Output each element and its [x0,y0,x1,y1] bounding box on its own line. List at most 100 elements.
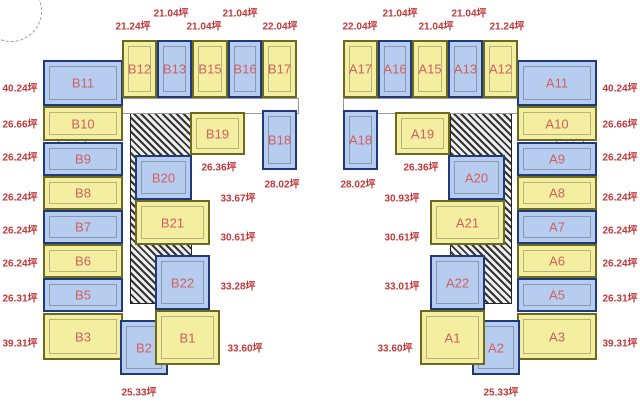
unit-label: B8 [75,185,91,201]
unit-area-label: 26.24坪 [602,192,638,204]
unit-label: A5 [549,287,565,303]
unit-label: B19 [205,126,230,141]
unit-area-label: 22.04坪 [262,21,298,33]
unit-b11[interactable]: B11 [43,60,123,106]
unit-b8[interactable]: B8 [43,176,123,210]
unit-area-label: 26.24坪 [2,152,38,164]
unit-b17[interactable]: B17 [262,40,297,98]
unit-label: A7 [549,219,565,235]
unit-a13[interactable]: A13 [448,40,483,98]
unit-label: A19 [410,126,435,141]
unit-b3[interactable]: B3 [43,313,123,360]
unit-area-label: 22.04坪 [342,21,378,33]
unit-label: B1 [179,330,196,345]
unit-a1[interactable]: A1 [420,310,485,365]
unit-label: B13 [162,61,187,77]
unit-b22[interactable]: B22 [155,255,210,310]
unit-area-label: 33.01坪 [384,281,420,293]
unit-b7[interactable]: B7 [43,210,123,244]
unit-area-label: 26.66坪 [2,119,38,131]
unit-label: A6 [549,253,565,269]
unit-area-label: 33.67坪 [220,193,256,205]
unit-label: A16 [383,61,407,77]
unit-area-label: 26.24坪 [2,192,38,204]
unit-label: B2 [136,340,152,355]
unit-label: B7 [75,219,91,235]
unit-b12[interactable]: B12 [122,40,157,98]
unit-label: B15 [198,61,222,77]
unit-label: A22 [445,275,470,290]
unit-area-label: 39.31坪 [2,338,38,350]
unit-area-label: 21.04坪 [418,21,454,33]
unit-area-label: 21.04坪 [451,8,487,20]
unit-b9[interactable]: B9 [43,142,123,176]
unit-area-label: 40.24坪 [2,83,38,95]
unit-a8[interactable]: A8 [517,176,597,210]
unit-area-label: 26.24坪 [2,225,38,237]
unit-b5[interactable]: B5 [43,278,123,312]
compass-icon [0,0,42,42]
unit-b21[interactable]: B21 [135,200,210,245]
unit-a9[interactable]: A9 [517,142,597,176]
unit-area-label: 25.33坪 [483,387,519,399]
unit-label: A3 [549,329,565,344]
unit-a6[interactable]: A6 [517,244,597,278]
unit-b10[interactable]: B10 [43,106,123,141]
unit-area-label: 33.28坪 [220,281,256,293]
unit-a11[interactable]: A11 [517,60,597,106]
unit-label: A9 [549,151,565,167]
unit-area-label: 33.60坪 [377,343,413,355]
unit-a17[interactable]: A17 [343,40,378,98]
unit-area-label: 26.31坪 [602,293,638,305]
unit-label: A21 [455,215,480,230]
unit-label: B20 [151,170,176,185]
unit-a12[interactable]: A12 [483,40,518,98]
unit-label: A2 [488,340,504,355]
unit-label: B5 [75,287,91,303]
unit-area-label: 26.24坪 [602,258,638,270]
unit-b6[interactable]: B6 [43,244,123,278]
unit-a15[interactable]: A15 [412,40,448,98]
unit-area-label: 33.60坪 [227,343,263,355]
unit-b1[interactable]: B1 [155,310,220,365]
unit-b16[interactable]: B16 [228,40,262,98]
unit-area-label: 30.61坪 [220,232,256,244]
unit-label: A11 [545,75,569,91]
unit-label: A20 [464,170,489,185]
unit-b18[interactable]: B18 [262,110,297,170]
unit-area-label: 25.33坪 [121,387,157,399]
unit-label: A1 [444,330,461,345]
unit-a22[interactable]: A22 [430,255,485,310]
unit-label: A10 [545,116,569,131]
unit-b20[interactable]: B20 [135,155,192,200]
unit-a20[interactable]: A20 [448,155,505,200]
unit-label: B10 [71,116,95,131]
unit-label: A18 [348,132,373,148]
unit-b13[interactable]: B13 [157,40,192,98]
unit-area-label: 26.36坪 [201,162,237,174]
unit-a21[interactable]: A21 [430,200,505,245]
unit-area-label: 26.36坪 [403,162,439,174]
unit-a3[interactable]: A3 [517,313,597,360]
unit-b19[interactable]: B19 [190,112,245,155]
unit-label: B22 [170,275,195,290]
unit-area-label: 21.04坪 [382,8,418,20]
unit-area-label: 26.31坪 [2,293,38,305]
unit-a19[interactable]: A19 [395,112,450,155]
unit-b15[interactable]: B15 [192,40,228,98]
unit-label: B3 [75,329,91,344]
unit-area-label: 28.02坪 [264,179,300,191]
unit-a18[interactable]: A18 [343,110,378,170]
unit-a16[interactable]: A16 [378,40,412,98]
unit-area-label: 26.24坪 [2,258,38,270]
unit-label: A12 [488,61,513,77]
unit-a5[interactable]: A5 [517,278,597,312]
unit-area-label: 21.04坪 [222,8,258,20]
unit-label: A13 [453,61,478,77]
unit-area-label: 26.24坪 [602,225,638,237]
unit-a7[interactable]: A7 [517,210,597,244]
unit-area-label: 21.24坪 [115,21,151,33]
unit-area-label: 30.93坪 [384,193,420,205]
unit-a10[interactable]: A10 [517,106,597,141]
